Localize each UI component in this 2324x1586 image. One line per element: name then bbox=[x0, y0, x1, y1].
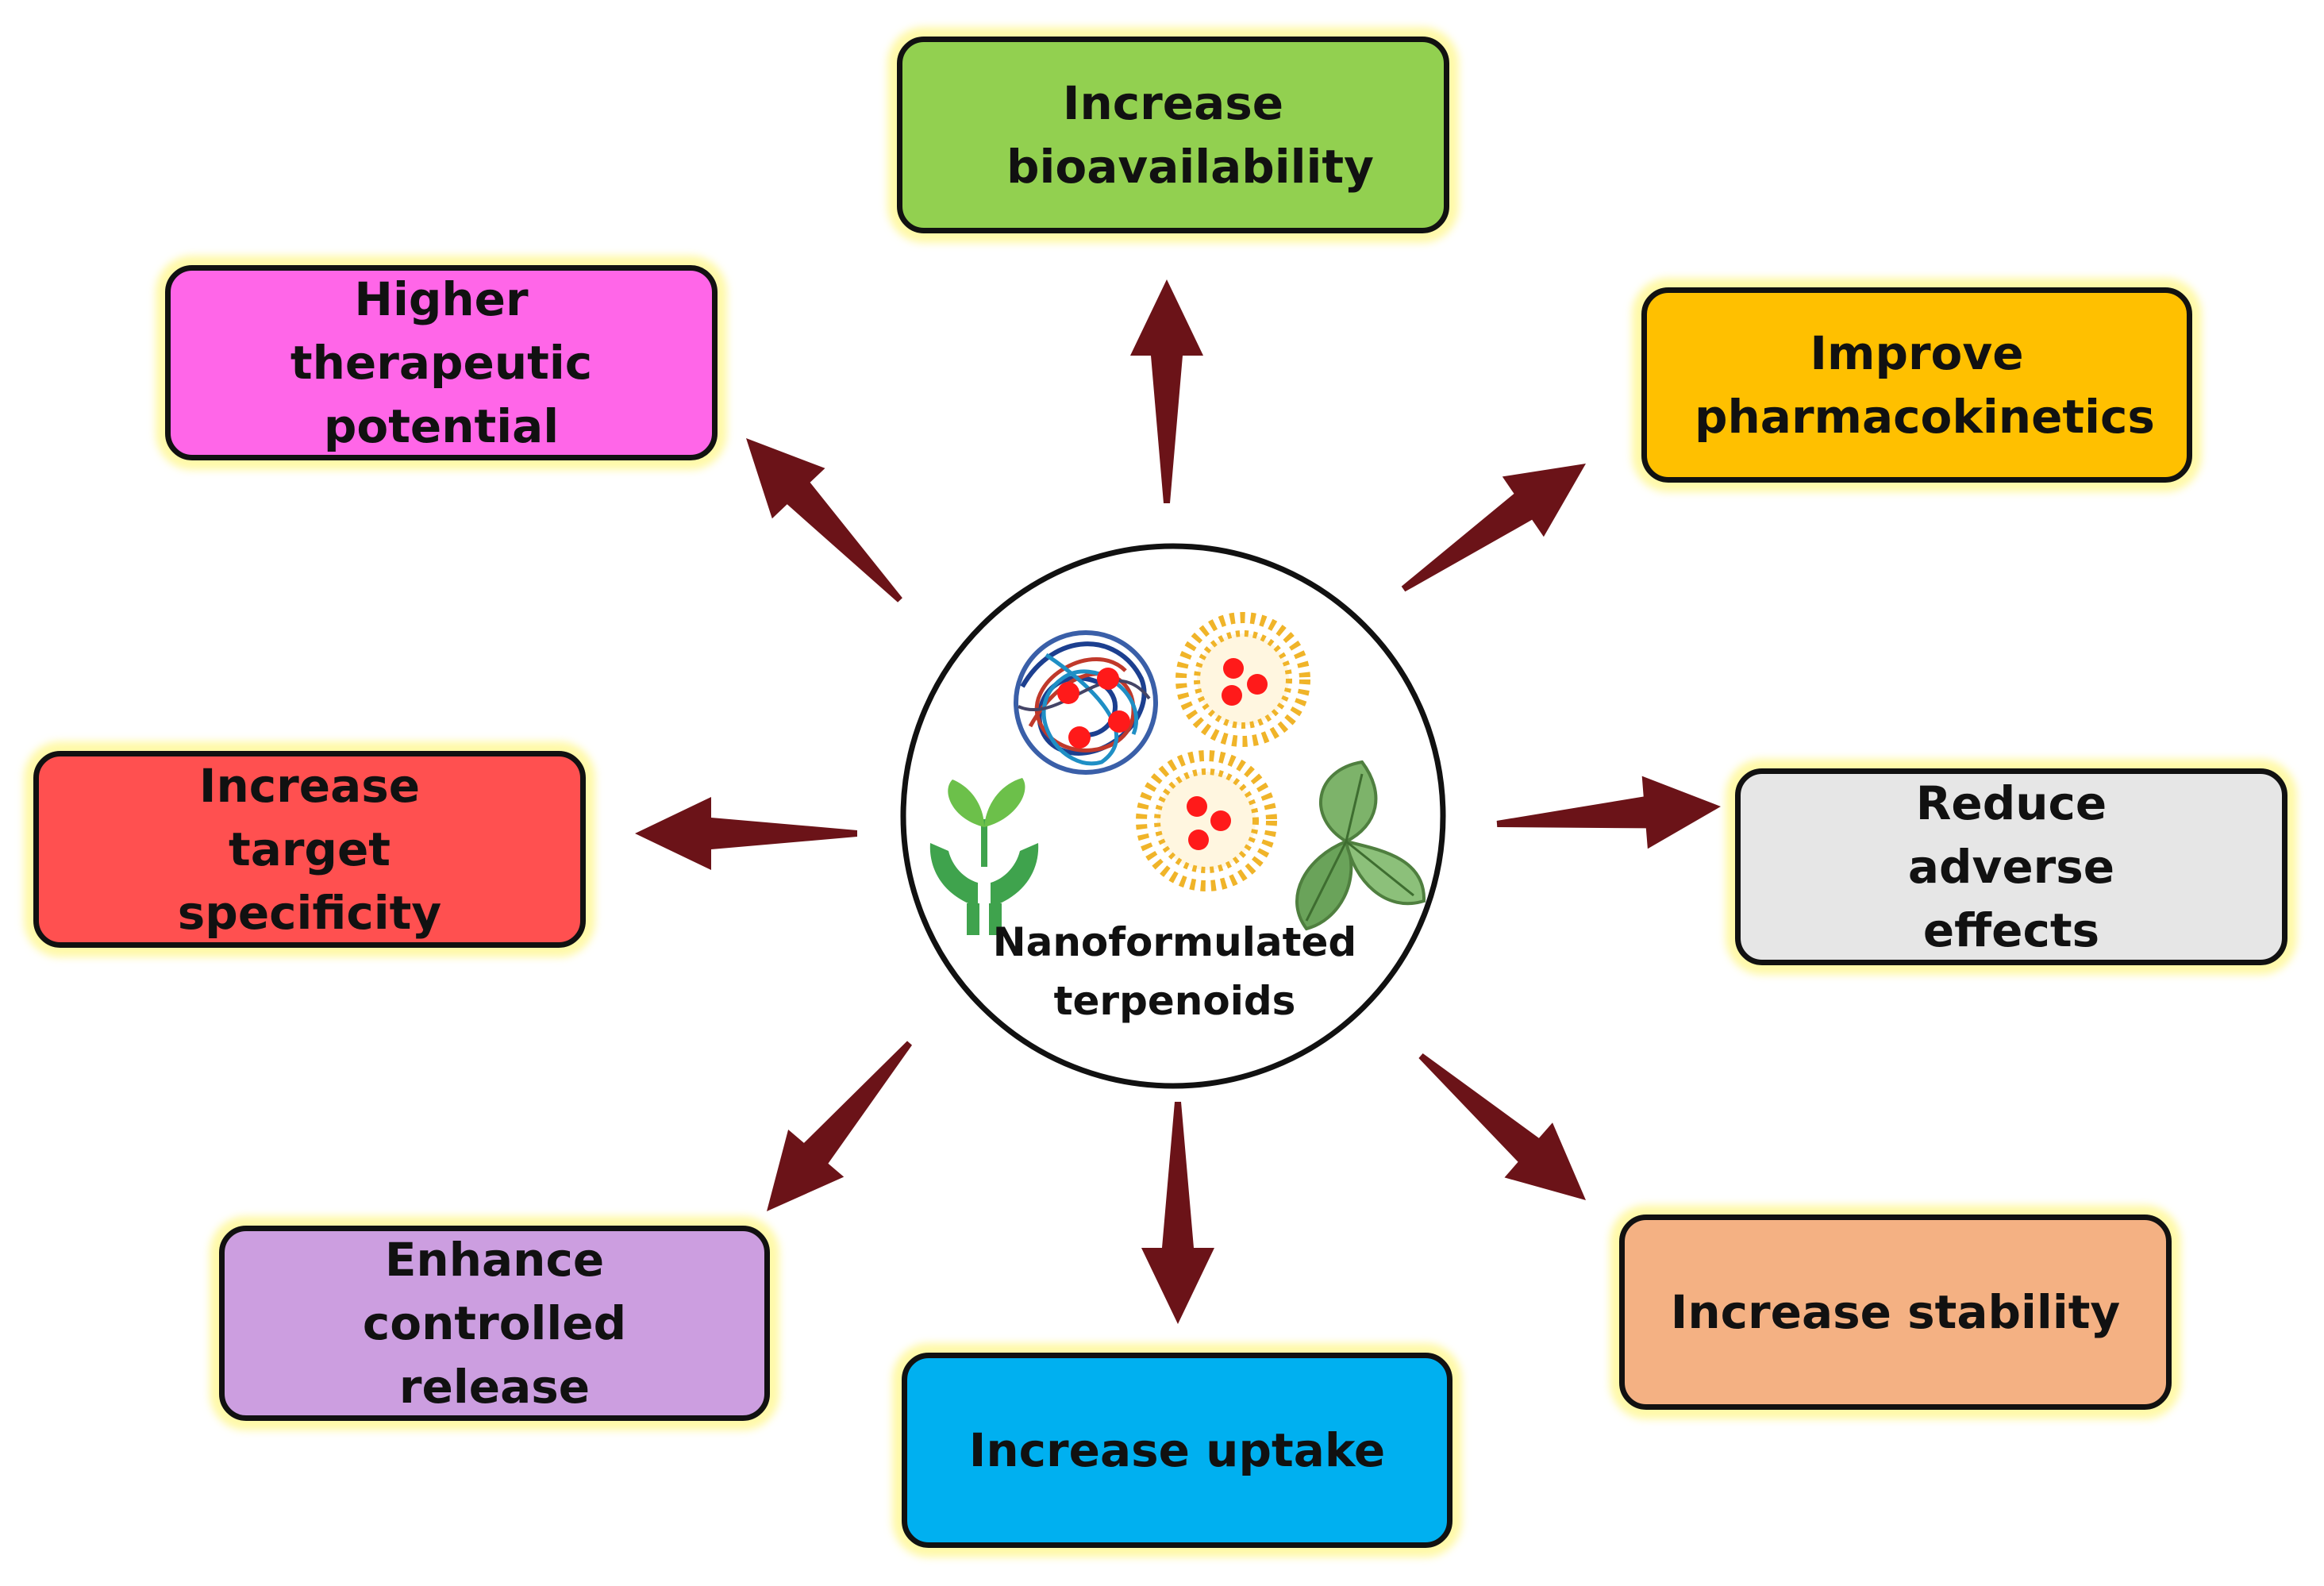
box-bioavailability: Increase bioavailability bbox=[897, 37, 1449, 233]
hub-label-line2: terpenoids bbox=[1053, 978, 1296, 1024]
box-target-specificity-label: Increase target specificity bbox=[177, 759, 442, 940]
box-target-specificity: Increase target specificity bbox=[33, 751, 586, 948]
hub-label-line1: Nanoformulated bbox=[992, 919, 1357, 965]
liposome-icon bbox=[1136, 750, 1277, 891]
arrow-to-bioavailability bbox=[1130, 279, 1203, 503]
polymer-nanoparticle-icon bbox=[1014, 630, 1158, 775]
arrow-to-controlled-release bbox=[767, 1041, 912, 1211]
arrow-to-pharmacokinetics bbox=[1401, 464, 1586, 592]
box-pharmacokinetics: Improve pharmacokinetics bbox=[1641, 287, 2192, 483]
arrow-to-adverse-effects bbox=[1496, 776, 1721, 849]
box-uptake: Increase uptake bbox=[902, 1353, 1452, 1548]
box-stability-label: Increase stability bbox=[1670, 1285, 2121, 1339]
box-therapeutic-potential: Higher therapeutic potential bbox=[165, 265, 718, 460]
box-pharmacokinetics-label: Improve pharmacokinetics bbox=[1695, 326, 2155, 444]
arrow-to-stability bbox=[1418, 1053, 1586, 1200]
box-therapeutic-potential-label: Higher therapeutic potential bbox=[290, 272, 593, 453]
liposome-icon bbox=[1175, 612, 1310, 747]
leaf-icon bbox=[1295, 760, 1426, 931]
arrow-to-uptake bbox=[1141, 1102, 1214, 1324]
box-adverse-effects-label: Reduce adverse effects bbox=[1907, 776, 2115, 957]
arrow-to-target-specificity bbox=[635, 797, 857, 870]
arrow-to-therapeutic-potential bbox=[746, 438, 902, 602]
box-controlled-release-label: Enhance controlled release bbox=[362, 1233, 627, 1414]
box-bioavailability-label: Increase bioavailability bbox=[1006, 76, 1374, 194]
box-uptake-label: Increase uptake bbox=[968, 1423, 1386, 1477]
box-adverse-effects: Reduce adverse effects bbox=[1735, 768, 2287, 965]
hub-label: Nanoformulated terpenoids bbox=[937, 913, 1413, 1030]
arrows-layer bbox=[635, 279, 1721, 1324]
box-stability: Increase stability bbox=[1619, 1215, 2172, 1410]
plant-in-hands-icon bbox=[929, 778, 1039, 935]
box-controlled-release: Enhance controlled release bbox=[219, 1226, 770, 1421]
